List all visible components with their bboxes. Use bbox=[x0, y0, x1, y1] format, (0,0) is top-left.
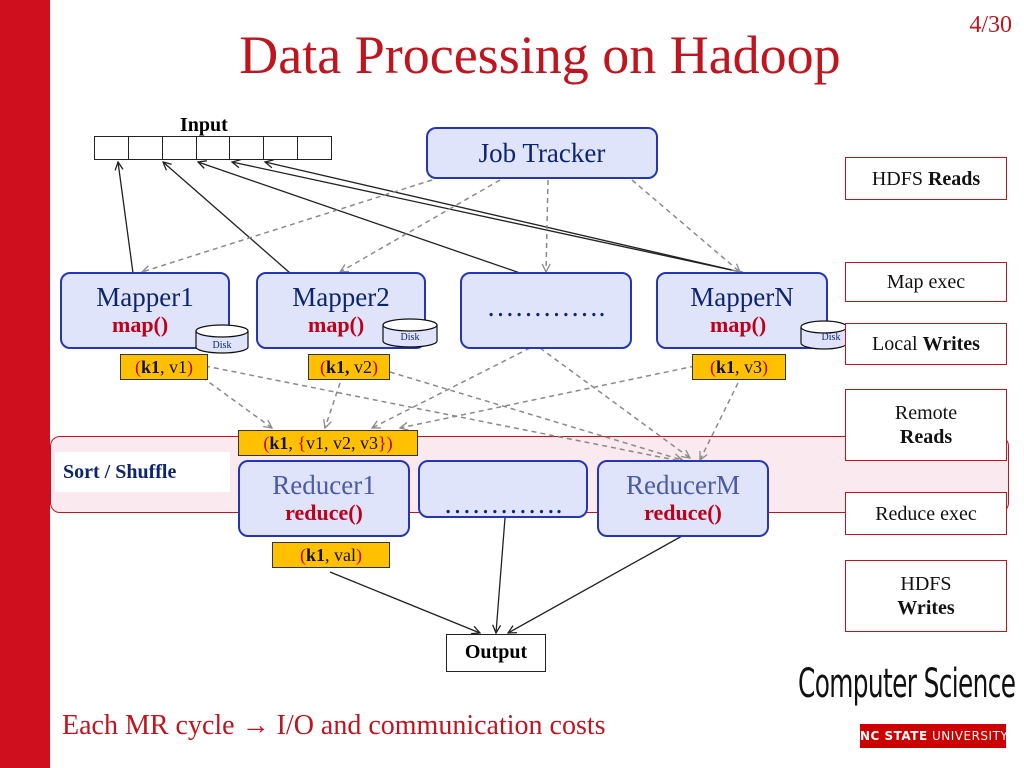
input-cell bbox=[163, 137, 197, 159]
jt-arrow-3 bbox=[546, 179, 548, 272]
mapper-node-n: MapperN map() bbox=[656, 272, 828, 349]
legend-map-exec: Map exec bbox=[845, 262, 1007, 302]
reducer-name: Reducer1 bbox=[272, 470, 376, 500]
input-cell bbox=[95, 137, 129, 159]
logo-badge: NC STATE UNIVERSITY bbox=[860, 724, 1008, 748]
disk-icon: Disk bbox=[800, 320, 848, 350]
nc-state-cs-logo: Computer Science NC STATE UNIVERSITY bbox=[798, 660, 1016, 755]
reducer-ellipsis: …………. bbox=[443, 489, 563, 520]
output-box: Output bbox=[446, 634, 546, 672]
shuffle-arrow-3 bbox=[325, 382, 341, 428]
disk-icon: Disk bbox=[382, 318, 438, 348]
mapper-fn: map() bbox=[112, 312, 169, 337]
reducer-node-ellipsis: …………. bbox=[418, 460, 588, 520]
write-arrow-1 bbox=[329, 571, 480, 633]
shuffle-arrow-7 bbox=[400, 365, 696, 428]
input-cell bbox=[264, 137, 299, 159]
disk-label: Disk bbox=[822, 332, 841, 343]
input-array bbox=[94, 136, 332, 160]
shuffle-kv: (k1, {v1, v2, v3}) bbox=[238, 430, 418, 456]
read-arrow-mapper1 bbox=[118, 162, 134, 274]
mapper1-kv-output: (k1, v1) bbox=[120, 354, 208, 380]
page-number: 4/30 bbox=[969, 12, 1012, 38]
arrow-right-icon: → bbox=[241, 710, 270, 741]
reducer-node-m: ReducerM reduce() bbox=[597, 460, 769, 537]
reducer-fn: reduce() bbox=[285, 500, 363, 525]
mappern-kv-output: (k1, v3) bbox=[692, 354, 786, 380]
jt-arrow-2 bbox=[340, 179, 501, 272]
mapper-node-2: Mapper2 map() bbox=[256, 272, 426, 349]
left-accent-bar bbox=[0, 0, 50, 768]
mapper-name: MapperN bbox=[690, 282, 794, 312]
mapper-name: Mapper2 bbox=[292, 282, 390, 312]
legend-hdfs-reads: HDFS Reads bbox=[845, 157, 1007, 200]
mapper-node-ellipsis: …………. bbox=[460, 272, 632, 349]
shuffle-arrow-1 bbox=[194, 371, 272, 428]
mapper-fn: map() bbox=[308, 312, 365, 337]
input-cell bbox=[129, 137, 163, 159]
shuffle-label: Sort / Shuffle bbox=[55, 452, 230, 492]
shuffle-arrow-6 bbox=[372, 347, 531, 429]
jt-arrow-1 bbox=[142, 179, 433, 272]
mapper-fn: map() bbox=[710, 312, 767, 337]
input-cell bbox=[230, 137, 265, 159]
input-cell bbox=[298, 137, 331, 159]
job-tracker-node: Job Tracker bbox=[426, 127, 658, 179]
read-arrow-mapper2a bbox=[163, 162, 291, 274]
write-arrow-3 bbox=[508, 535, 683, 633]
logo-text: Computer Science bbox=[798, 661, 1016, 707]
legend-local-writes: Local Writes bbox=[845, 323, 1007, 365]
reducer-name: ReducerM bbox=[626, 470, 740, 500]
mapper-ellipsis: …………. bbox=[486, 292, 606, 323]
legend-reduce-exec: Reduce exec bbox=[845, 492, 1007, 535]
input-label: Input bbox=[180, 114, 228, 136]
disk-label: Disk bbox=[401, 332, 420, 343]
slide-title: Data Processing on Hadoop bbox=[239, 25, 841, 85]
mapper2-kv-output: (k1, v2) bbox=[308, 354, 390, 380]
reducer-node-1: Reducer1 reduce() bbox=[238, 460, 410, 537]
input-cell bbox=[197, 137, 231, 159]
footer-caption: Each MR cycle → I/O and communication co… bbox=[62, 710, 606, 741]
jt-arrow-4 bbox=[631, 179, 740, 272]
disk-label: Disk bbox=[213, 340, 232, 351]
reducer-fn: reduce() bbox=[644, 500, 722, 525]
mapper-name: Mapper1 bbox=[96, 282, 194, 312]
disk-icon: Disk bbox=[195, 324, 249, 354]
reducer-kv-output: (k1, val) bbox=[272, 542, 390, 568]
